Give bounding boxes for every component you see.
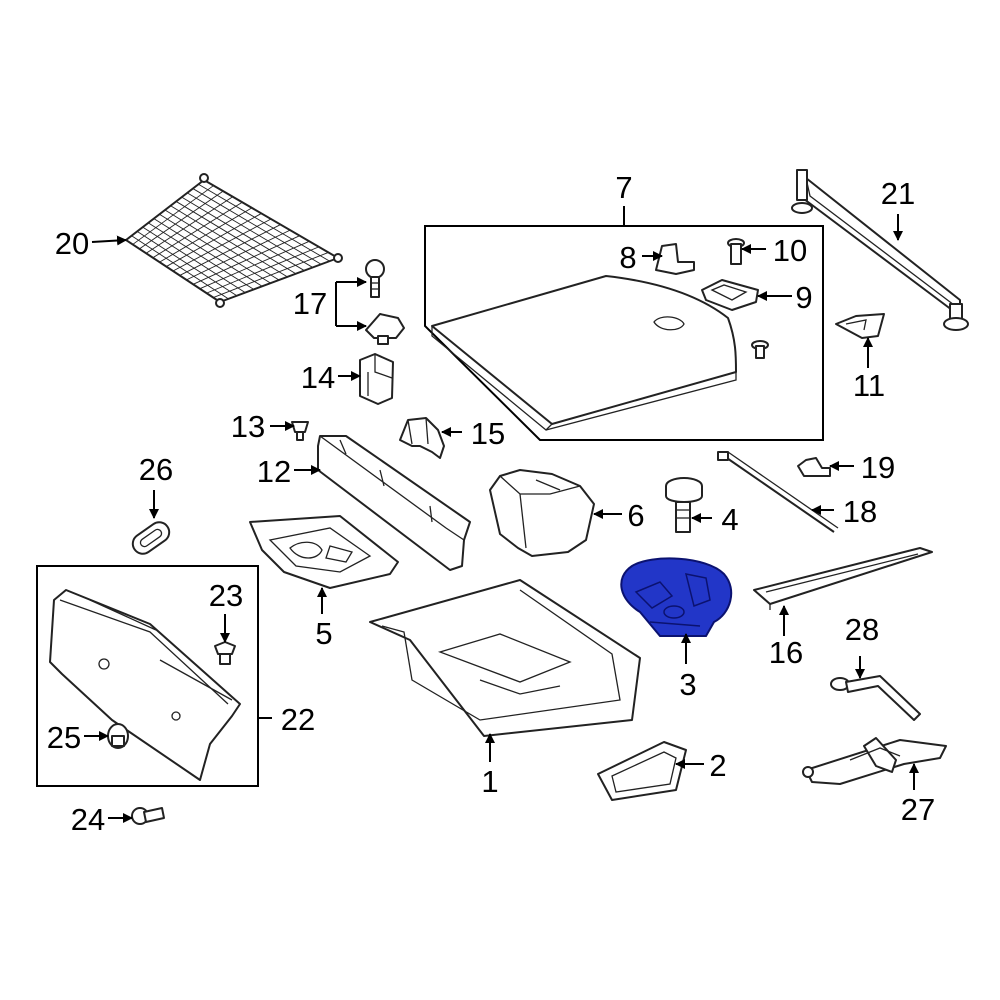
net-mesh-line bbox=[186, 229, 291, 281]
callout-26: 26 bbox=[139, 452, 173, 487]
net-mesh-line bbox=[206, 246, 320, 294]
net-mesh-line bbox=[192, 235, 300, 285]
group-box-22 bbox=[36, 565, 259, 787]
callout-20: 20 bbox=[55, 226, 89, 261]
net-mesh-line bbox=[181, 196, 305, 271]
callout-13: 13 bbox=[231, 409, 265, 444]
scissor-jack-27[interactable] bbox=[802, 737, 947, 785]
callout-6: 6 bbox=[627, 498, 644, 533]
rod-18[interactable] bbox=[717, 451, 839, 533]
callout-18: 18 bbox=[843, 494, 877, 529]
cargo-tub-1[interactable] bbox=[369, 579, 641, 737]
pin-10[interactable] bbox=[727, 238, 745, 265]
cargo-bar-21[interactable] bbox=[791, 169, 969, 331]
callout-27: 27 bbox=[901, 792, 935, 827]
callout-15: 15 bbox=[471, 416, 505, 451]
net-mesh-line bbox=[179, 224, 281, 276]
screw-17[interactable] bbox=[365, 259, 385, 298]
callout-17: 17 bbox=[293, 286, 327, 321]
callout-numbers: 1 2 3 4 5 6 7 8 9 10 11 12 13 14 15 16 1… bbox=[47, 170, 935, 837]
rear-panel-trim-22[interactable] bbox=[49, 589, 241, 781]
cargo-floor-cover-7[interactable] bbox=[431, 275, 737, 431]
callout-25: 25 bbox=[47, 720, 81, 755]
fastener-near-9[interactable] bbox=[751, 340, 769, 359]
callout-1: 1 bbox=[481, 764, 498, 799]
net-mesh-line bbox=[199, 240, 310, 290]
bolt-4[interactable] bbox=[665, 477, 703, 533]
callout-23: 23 bbox=[209, 578, 243, 613]
callout-12: 12 bbox=[257, 454, 291, 489]
bracket-15[interactable] bbox=[399, 417, 445, 459]
net-mesh-line bbox=[187, 192, 313, 268]
clip-23[interactable] bbox=[214, 641, 236, 665]
clip-17[interactable] bbox=[365, 313, 405, 345]
callout-2: 2 bbox=[709, 748, 726, 783]
sill-trim-16[interactable] bbox=[753, 547, 933, 610]
screw-24[interactable] bbox=[131, 807, 165, 825]
foam-tray-5[interactable] bbox=[249, 515, 399, 589]
trim-panel-12[interactable] bbox=[317, 435, 471, 571]
callout-7: 7 bbox=[615, 170, 632, 205]
callout-9: 9 bbox=[795, 280, 812, 315]
callout-5: 5 bbox=[315, 616, 332, 651]
callout-11: 11 bbox=[853, 368, 885, 403]
spare-wheel-insert-3[interactable] bbox=[620, 557, 733, 637]
net-mesh-line bbox=[172, 218, 272, 272]
leader-lines bbox=[84, 206, 919, 823]
bracket-11[interactable] bbox=[835, 313, 885, 339]
tray-2[interactable] bbox=[597, 741, 687, 801]
callout-8: 8 bbox=[619, 240, 636, 275]
callout-16: 16 bbox=[769, 635, 803, 670]
callout-3: 3 bbox=[679, 667, 696, 702]
net-mesh-line bbox=[175, 201, 297, 275]
callout-22: 22 bbox=[281, 702, 315, 737]
net-mesh-line bbox=[170, 205, 288, 278]
callout-21: 21 bbox=[881, 176, 915, 211]
net-mesh-line bbox=[213, 252, 329, 298]
grommet-26[interactable] bbox=[129, 518, 173, 557]
bracket-14[interactable] bbox=[359, 353, 394, 405]
callout-10: 10 bbox=[773, 233, 807, 268]
callout-14: 14 bbox=[301, 360, 335, 395]
group-box-7 bbox=[424, 225, 824, 441]
clip-8[interactable] bbox=[655, 243, 695, 275]
rivet-25[interactable] bbox=[107, 723, 129, 749]
callout-19: 19 bbox=[861, 450, 895, 485]
lug-wrench-28[interactable] bbox=[830, 675, 921, 721]
callout-28: 28 bbox=[845, 612, 879, 647]
storage-box-6[interactable] bbox=[489, 469, 595, 557]
callout-24: 24 bbox=[71, 802, 105, 837]
push-clip-13[interactable] bbox=[291, 421, 309, 441]
callout-4: 4 bbox=[721, 502, 738, 537]
net-mesh-line bbox=[198, 183, 330, 262]
cargo-net[interactable] bbox=[125, 173, 343, 308]
handle-9[interactable] bbox=[701, 279, 759, 311]
net-mesh-line bbox=[192, 188, 322, 265]
clip-19[interactable] bbox=[797, 457, 831, 477]
